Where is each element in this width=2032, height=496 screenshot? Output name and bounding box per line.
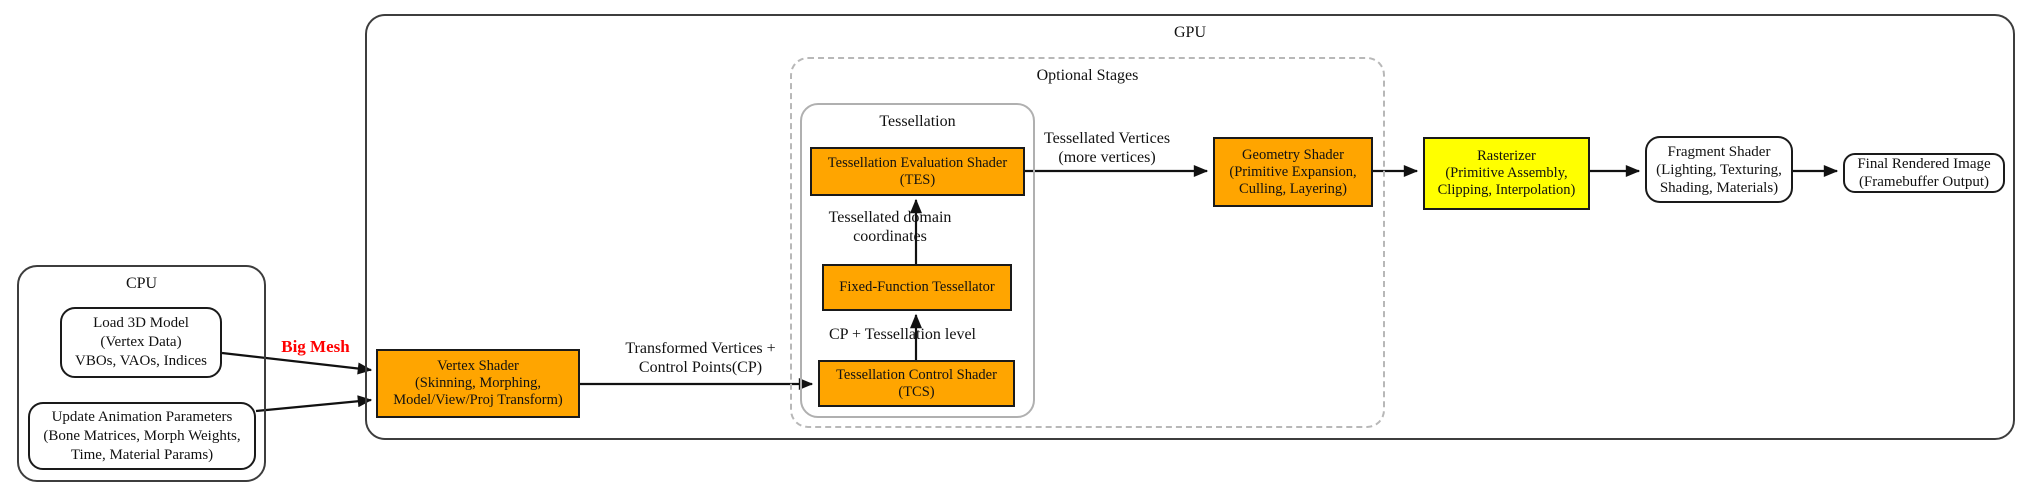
tcs-node: Tessellation Control Shader (TCS) bbox=[818, 360, 1015, 407]
geometry-shader-node: Geometry Shader (Primitive Expansion, Cu… bbox=[1213, 137, 1373, 207]
final-rendered-image-node: Final Rendered Image (Framebuffer Output… bbox=[1843, 153, 2005, 193]
cp-tessellation-level-label: CP + Tessellation level bbox=[829, 326, 976, 343]
gpu-group: GPU bbox=[365, 14, 2015, 440]
optional-stages-group: Optional Stages bbox=[790, 57, 1385, 428]
big-mesh-label: Big Mesh bbox=[281, 337, 350, 356]
edge-update-anim-to-vertex-shader bbox=[255, 395, 373, 413]
fixed-function-tessellator-node: Fixed-Function Tessellator bbox=[822, 264, 1012, 311]
cpu-title: CPU bbox=[125, 275, 158, 292]
tessellated-domain-label: Tessellated domain coordinates bbox=[828, 209, 952, 245]
gpu-title: GPU bbox=[1173, 24, 1206, 41]
edge-load-model-to-vertex-shader bbox=[221, 351, 373, 375]
fragment-shader-node: Fragment Shader (Lighting, Texturing, Sh… bbox=[1645, 136, 1793, 203]
transformed-vertices-label: Transformed Vertices + Control Points(CP… bbox=[625, 340, 776, 376]
tessellation-title: Tessellation bbox=[879, 113, 956, 130]
rasterizer-node: Rasterizer (Primitive Assembly, Clipping… bbox=[1423, 137, 1590, 210]
tes-node: Tessellation Evaluation Shader (TES) bbox=[810, 147, 1025, 196]
cpu-group: CPU bbox=[17, 265, 266, 482]
vertex-shader-node: Vertex Shader (Skinning, Morphing, Model… bbox=[376, 349, 580, 418]
update-animation-node: Update Animation Parameters (Bone Matric… bbox=[28, 402, 256, 470]
tessellation-group: Tessellation bbox=[800, 103, 1035, 418]
optional-stages-title: Optional Stages bbox=[1036, 67, 1139, 84]
load-3d-model-node: Load 3D Model (Vertex Data) VBOs, VAOs, … bbox=[60, 307, 222, 378]
tessellated-vertices-label: Tessellated Vertices (more vertices) bbox=[1043, 130, 1171, 166]
